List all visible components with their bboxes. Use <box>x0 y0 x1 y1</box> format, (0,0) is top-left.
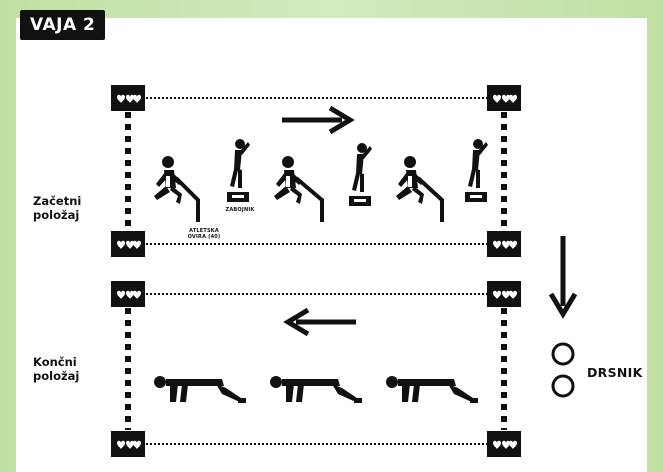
plank-figure <box>386 376 478 403</box>
end-position-label: Končni položaj <box>33 355 79 383</box>
heart-marker-icon <box>487 281 521 307</box>
hurdle-label-line2: OVIRA (40) <box>187 234 221 240</box>
box-jumper-figure <box>227 139 250 202</box>
box-jumper-figure <box>349 143 372 206</box>
start-position-label-line2: položaj <box>33 208 80 222</box>
top-lane <box>111 85 521 257</box>
heart-marker-icon <box>111 85 145 111</box>
hurdle-label: ATLETSKA OVIRA (40) <box>182 228 226 240</box>
heart-marker-icon <box>487 231 521 257</box>
plank-figure <box>270 376 362 403</box>
hurdle-label-line1: ATLETSKA <box>189 228 219 234</box>
bottom-lane <box>111 281 521 457</box>
end-position-label-line1: Končni <box>33 355 77 369</box>
arrow-right-icon <box>282 105 355 135</box>
heart-marker-icon <box>487 431 521 457</box>
hurdle-icon <box>294 176 324 222</box>
exercise-title: VAJA 2 <box>20 10 106 40</box>
arrow-left-icon <box>283 307 356 337</box>
end-position-label-line2: položaj <box>33 369 80 383</box>
slider-label: DRSNIK <box>587 365 643 380</box>
box-label: ZABOJNIK <box>220 207 260 213</box>
hurdle-icon <box>174 176 200 222</box>
heart-marker-icon <box>111 431 145 457</box>
heart-marker-icon <box>487 85 521 111</box>
heart-marker-icon <box>111 281 145 307</box>
start-position-label: Začetni položaj <box>33 194 81 222</box>
arrow-down-icon <box>548 236 578 319</box>
start-position-label-line1: Začetni <box>33 194 82 208</box>
slider-disc-icon <box>551 342 575 366</box>
box-jumper-figure <box>465 139 488 202</box>
plank-figure <box>154 376 246 403</box>
box-label-line1: ZABOJNIK <box>225 207 255 213</box>
slider-disc-icon <box>551 374 575 398</box>
heart-marker-icon <box>111 231 145 257</box>
hurdle-icon <box>416 176 444 222</box>
